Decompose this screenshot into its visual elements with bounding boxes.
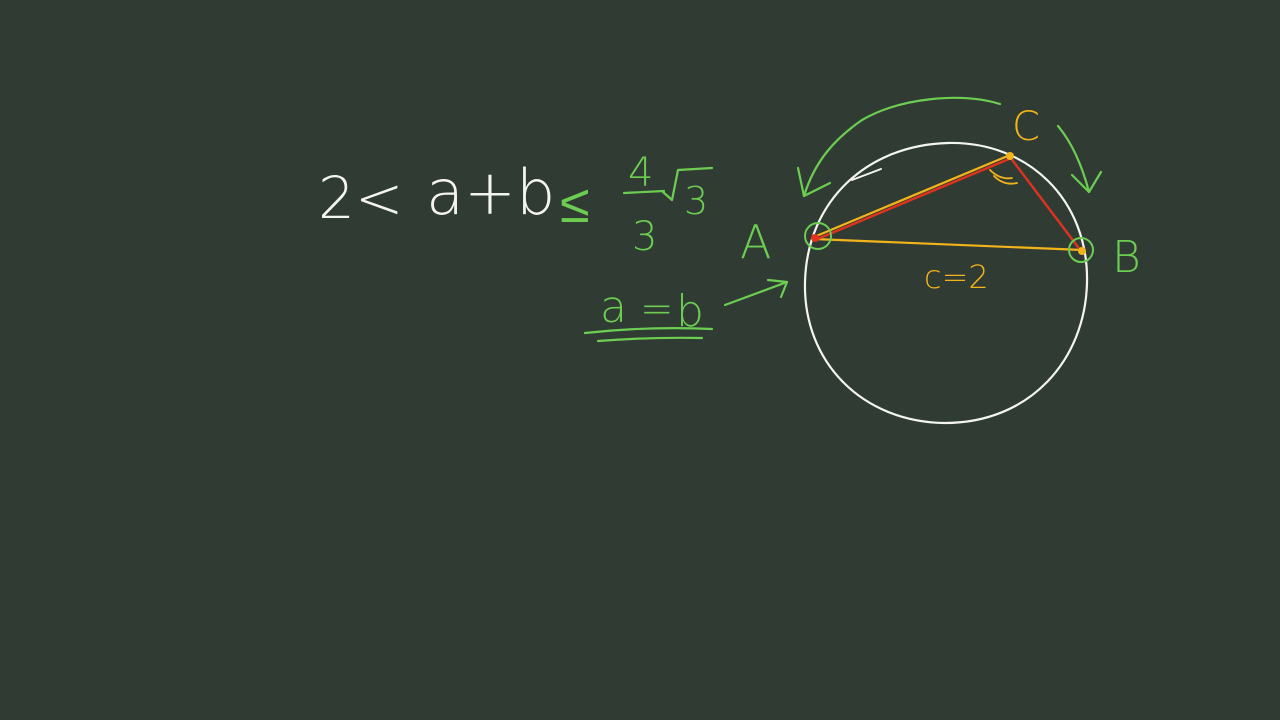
- vertex-a-dot: [811, 234, 819, 242]
- inequality-expr: a+b: [426, 156, 555, 229]
- circumcircle: [803, 141, 1089, 425]
- inequality-green-part: ≤ 4 3 3: [560, 150, 714, 260]
- inequality-white-part: 2< a+b: [318, 156, 555, 232]
- arc-arrow-right: [1056, 124, 1091, 194]
- pointer-arrow-head: [766, 278, 789, 299]
- point-label-c: C: [1012, 104, 1040, 150]
- fraction-bar: [622, 189, 666, 195]
- side-ac-yellow: [812, 153, 1012, 239]
- equality-underline-2: [596, 336, 704, 343]
- equality-lhs: a: [600, 282, 627, 333]
- vertex-b-dot: [1078, 247, 1086, 255]
- fraction-denominator: 3: [632, 214, 657, 260]
- fraction-numerator: 4: [628, 150, 653, 196]
- point-label-a: A: [740, 215, 771, 269]
- point-label-b: B: [1112, 232, 1141, 283]
- inequality-relation: ≤: [560, 172, 590, 235]
- angle-mark-c-2: [993, 175, 1018, 185]
- vertex-a-ring: [804, 222, 832, 250]
- arc-arrow-left: [802, 96, 1002, 198]
- circle-stroke-extra: [851, 168, 882, 181]
- angle-mark-c-1: [989, 169, 1013, 180]
- equality-note: a = b: [583, 278, 789, 343]
- arc-arrow-left-head: [796, 166, 832, 198]
- side-ab: [812, 237, 1085, 252]
- arc-arrow-right-head: [1070, 170, 1103, 194]
- pointer-arrow-shaft: [723, 280, 789, 307]
- equality-sign: =: [640, 286, 674, 332]
- equality-underline-1: [583, 327, 714, 335]
- side-cb-red: [1008, 155, 1083, 253]
- inequality-left: 2<: [318, 164, 404, 232]
- vertex-b-ring: [1068, 237, 1094, 263]
- vertex-c-dot: [1006, 152, 1014, 160]
- radical-radicand: 3: [684, 179, 708, 223]
- radical-sign: [661, 166, 714, 202]
- side-length-label: c=2: [924, 258, 989, 296]
- side-ac-red: [813, 157, 1011, 242]
